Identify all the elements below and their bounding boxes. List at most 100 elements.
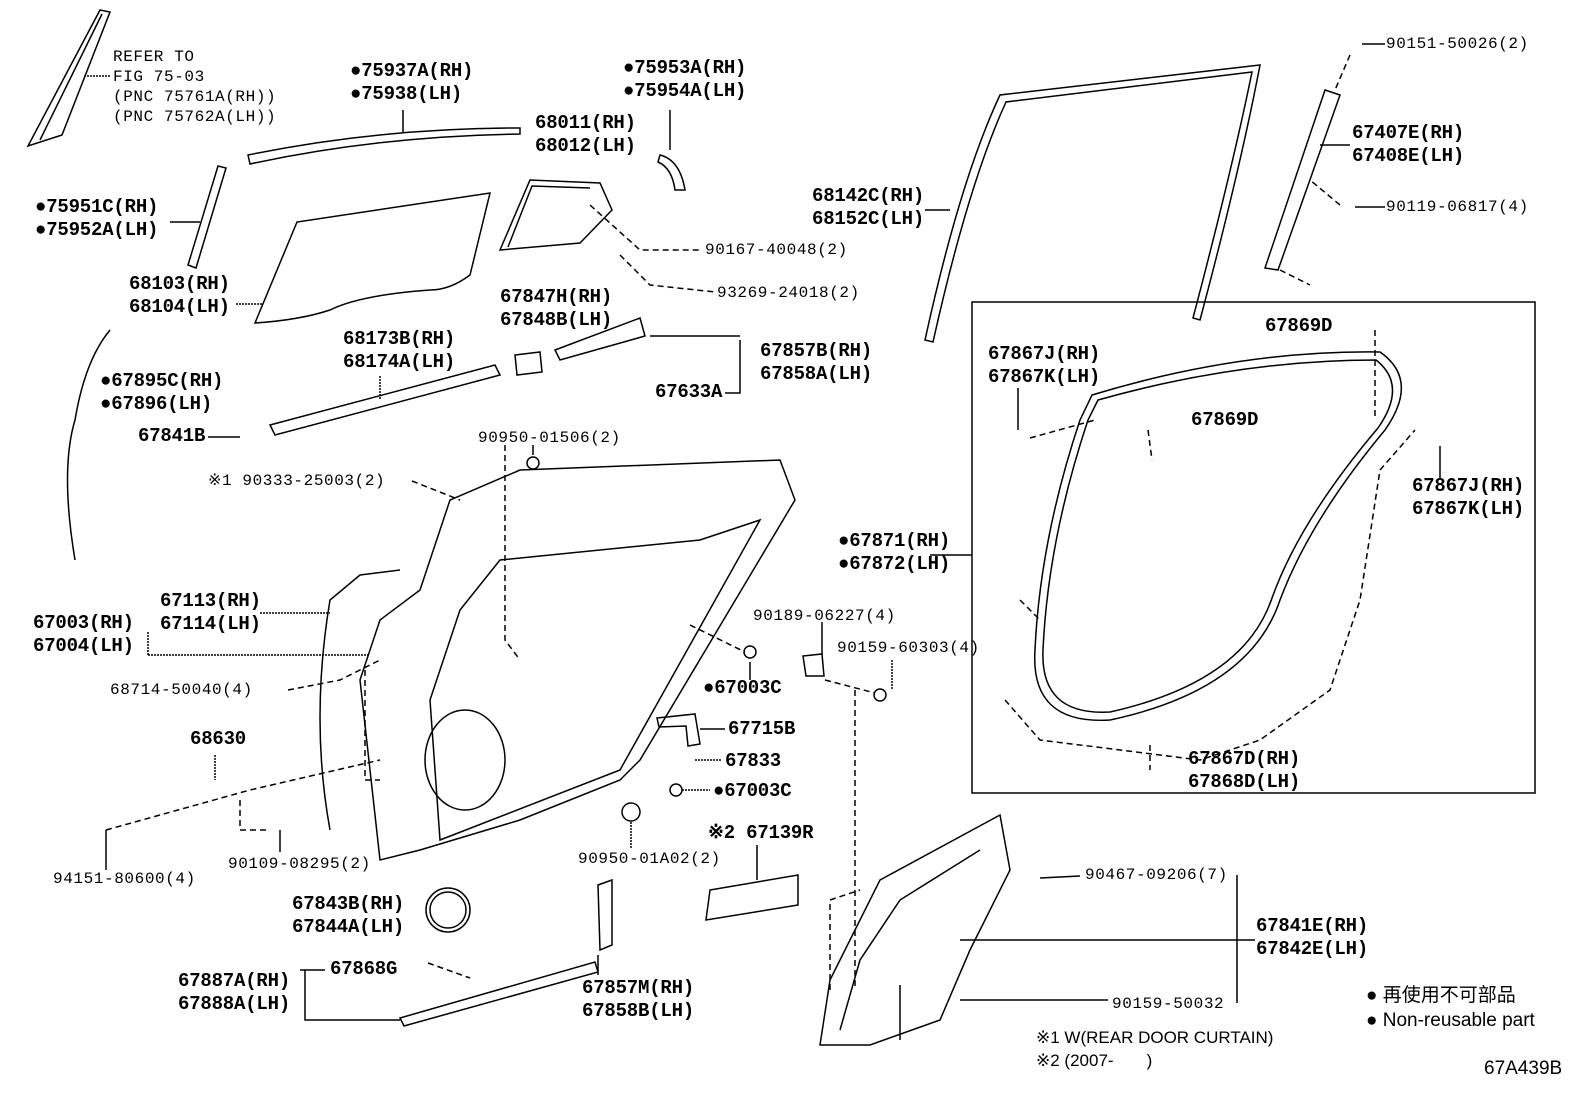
label-67715B[interactable]: 67715B [728, 718, 795, 741]
label-refer-fig: REFER TO FIG 75-03 (PNC 75761A(RH)) (PNC 75… [113, 47, 276, 127]
label-line: ●67896(LH) [100, 393, 213, 415]
label-90950-01A02[interactable]: 90950-01A02(2) [578, 849, 721, 869]
label-line: FIG 75-03 [113, 68, 205, 86]
label-line: ※2 67139R [708, 822, 814, 844]
label-93269-24018[interactable]: 93269-24018(2) [717, 283, 860, 303]
speaker-grille [425, 887, 471, 933]
legend-line-jp: ● 再使用不可部品 [1366, 985, 1516, 1006]
label-line: 67833 [725, 750, 782, 772]
belt-moulding-lower [268, 364, 502, 436]
label-line: ●67895C(RH) [100, 370, 224, 392]
label-line: REFER TO [113, 48, 195, 66]
label-line: 67844A(LH) [292, 916, 405, 938]
label-line: 67633A [655, 381, 723, 403]
label-67868G[interactable]: 67868G [330, 958, 397, 981]
label-67867J-right[interactable]: 67867J(RH)67867K(LH) [1412, 475, 1524, 521]
label-67847H[interactable]: 67847H(RH)67848B(LH) [500, 286, 612, 332]
service-hole-cover [819, 813, 1011, 1046]
label-line: ●75953A(RH) [623, 57, 747, 79]
label-67887A[interactable]: 67887A(RH)67888A(LH) [178, 970, 290, 1016]
label-line: 90189-06227(4) [753, 607, 896, 625]
label-67867D[interactable]: 67867D(RH)67868D(LH) [1188, 748, 1300, 794]
label-67841B[interactable]: 67841B [138, 425, 205, 448]
label-line: 67842E(LH) [1256, 938, 1369, 960]
label-68103[interactable]: 68103(RH)68104(LH) [129, 273, 230, 319]
label-line: 67847H(RH) [500, 286, 613, 308]
label-75953A[interactable]: ●75953A(RH)●75954A(LH) [623, 57, 746, 103]
label-90151-50026[interactable]: 90151-50026(2) [1386, 34, 1529, 54]
label-68630[interactable]: 68630 [190, 728, 246, 751]
rocker-moulding [398, 961, 599, 1027]
label-67869D-lower[interactable]: 67869D [1191, 409, 1258, 432]
footnotes: ※1 W(REAR DOOR CURTAIN)※2 (2007- ) [1036, 1026, 1273, 1072]
label-line: ●75954A(LH) [623, 80, 747, 102]
seal-sheet [705, 874, 799, 921]
label-90109-08295[interactable]: 90109-08295(2) [228, 854, 371, 874]
label-90159-50032[interactable]: 90159-50032 [1112, 994, 1224, 1014]
label-68173B[interactable]: 68173B(RH)68174A(LH) [343, 328, 455, 374]
label-67895C[interactable]: ●67895C(RH)●67896(LH) [100, 370, 223, 416]
label-line: ●75951C(RH) [35, 196, 159, 218]
pillar-garnish [26, 9, 112, 148]
label-line: 67857B(RH) [760, 340, 873, 362]
label-90189-06227[interactable]: 90189-06227(4) [753, 606, 896, 626]
label-line: 68011(RH) [535, 112, 636, 134]
label-67003C-lower[interactable]: ●67003C [713, 780, 792, 803]
label-line: (PNC 75761A(RH)) [113, 88, 277, 106]
label-67857M[interactable]: 67857M(RH)67858B(LH) [582, 977, 694, 1023]
label-68714-50040[interactable]: 68714-50040(4) [110, 680, 253, 700]
weatherstrip-detail-box [971, 301, 1536, 794]
window-cable [66, 329, 111, 561]
label-line: 94151-80600(4) [53, 870, 196, 888]
label-67139R[interactable]: ※2 67139R [708, 822, 814, 845]
label-line: 67867K(LH) [1412, 498, 1525, 520]
label-line: 90950-01A02(2) [578, 850, 721, 868]
label-67857B[interactable]: 67857B(RH)67858A(LH) [760, 340, 872, 386]
label-line: 67867J(RH) [988, 343, 1101, 365]
label-67113[interactable]: 67113(RH)67114(LH) [160, 590, 261, 636]
label-67843B[interactable]: 67843B(RH)67844A(LH) [292, 893, 404, 939]
label-line: 67841E(RH) [1256, 915, 1369, 937]
label-line: 90159-50032 [1112, 995, 1225, 1013]
label-67871[interactable]: ●67871(RH)●67872(LH) [838, 530, 950, 576]
label-67633A[interactable]: 67633A [655, 381, 722, 404]
label-90467-09206[interactable]: 90467-09206(7) [1085, 865, 1228, 885]
label-90159-60303[interactable]: 90159-60303(4) [837, 638, 980, 658]
division-strip [187, 165, 227, 269]
label-94151-80600[interactable]: 94151-80600(4) [53, 869, 196, 889]
door-shell [359, 459, 796, 861]
label-68142C[interactable]: 68142C(RH)68152C(LH) [812, 185, 924, 231]
footnote-2: ※2 (2007- ) [1036, 1051, 1153, 1070]
label-67841E[interactable]: 67841E(RH)67842E(LH) [1256, 915, 1368, 961]
label-line: 67869D [1191, 409, 1259, 431]
label-line: 67004(LH) [33, 635, 134, 657]
quarter-seal [657, 154, 686, 191]
label-line: 67888A(LH) [178, 993, 291, 1015]
label-line: 90167-40048(2) [705, 241, 848, 259]
label-67833[interactable]: 67833 [725, 750, 781, 773]
label-67869D-upper[interactable]: 67869D [1265, 315, 1332, 338]
label-line: ●67003C [703, 677, 782, 699]
label-line: 67867K(LH) [988, 366, 1101, 388]
label-line: (PNC 75762A(LH)) [113, 108, 277, 126]
label-line: 68142C(RH) [812, 185, 925, 207]
label-67867J-left[interactable]: 67867J(RH)67867K(LH) [988, 343, 1100, 389]
label-90167-40048[interactable]: 90167-40048(2) [705, 240, 848, 260]
label-67407E[interactable]: 67407E(RH)67408E(LH) [1352, 122, 1464, 168]
label-67003[interactable]: 67003(RH)67004(LH) [33, 612, 134, 658]
label-90119-06817[interactable]: 90119-06817(4) [1386, 197, 1529, 217]
label-90333-25003[interactable]: ※1 90333-25003(2) [208, 471, 385, 491]
label-line: 68012(LH) [535, 135, 636, 157]
label-line: ●67003C [713, 780, 792, 802]
garnish-67857M [597, 878, 613, 952]
label-75951C[interactable]: ●75951C(RH)●75952A(LH) [35, 196, 158, 242]
outer-panel [319, 569, 401, 831]
label-67003C-upper[interactable]: ●67003C [703, 677, 782, 700]
label-68011[interactable]: 68011(RH)68012(LH) [535, 112, 636, 158]
label-75937A[interactable]: ●75937A(RH)●75938(LH) [350, 60, 473, 106]
label-90950-01506[interactable]: 90950-01506(2) [478, 428, 621, 448]
label-line: 67408E(LH) [1352, 145, 1465, 167]
label-line: 68174A(LH) [343, 351, 456, 373]
